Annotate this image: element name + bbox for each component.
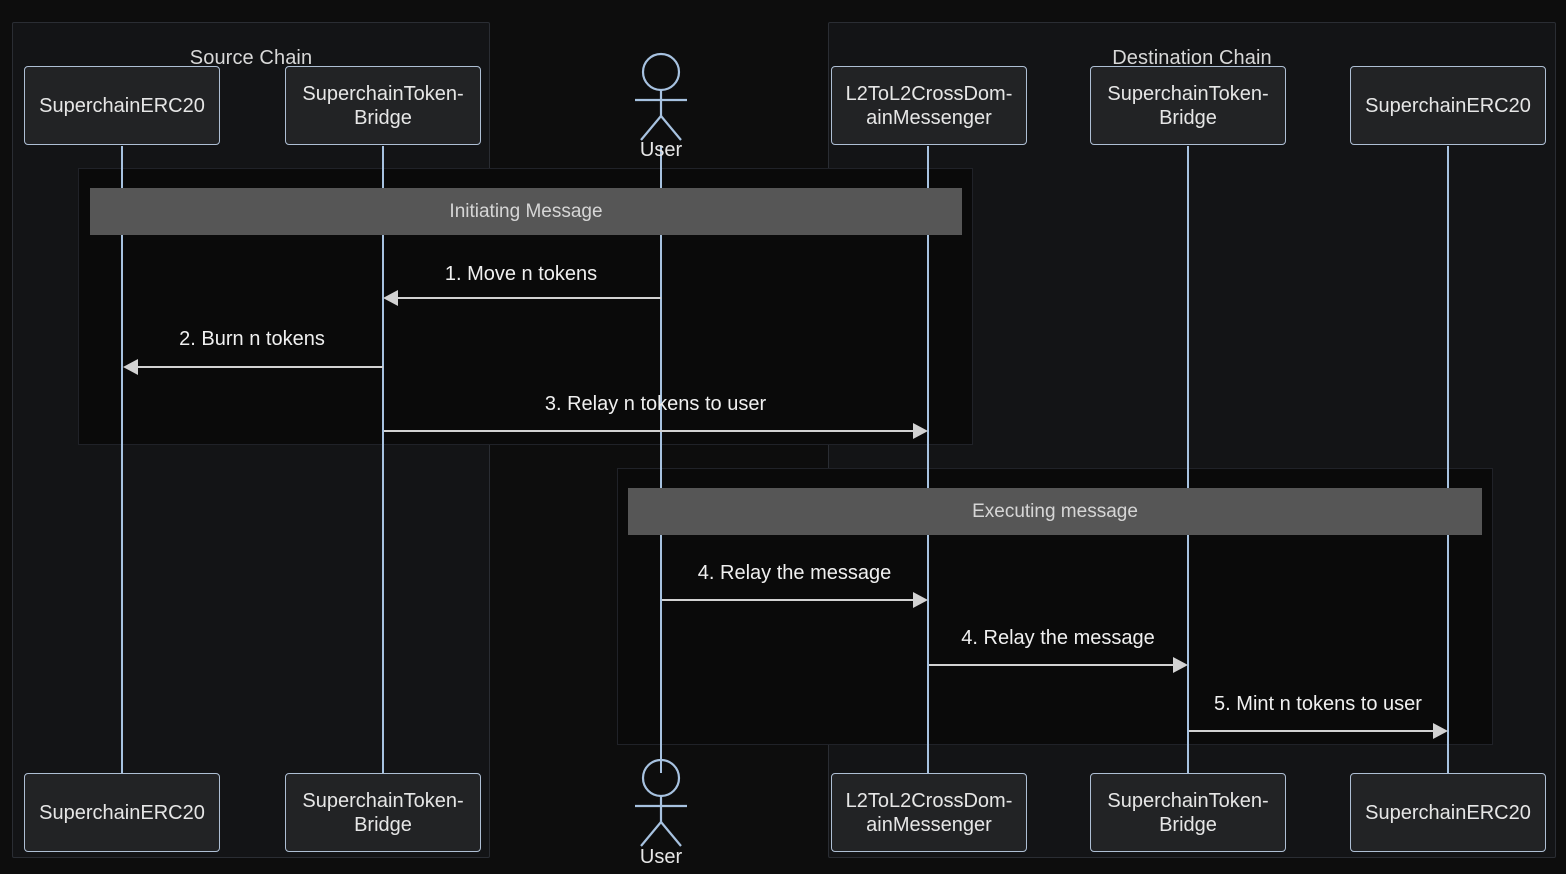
- region-source-chain-title: Source Chain: [189, 47, 313, 69]
- message-arrowhead-msg-1: [383, 290, 398, 306]
- participant-dst-erc20-top[interactable]: SuperchainERC20: [1350, 66, 1546, 145]
- actor-user-top-label: User: [639, 139, 683, 161]
- message-line-msg-2: [137, 366, 383, 368]
- participant-label: L2ToL2CrossDom- ainMessenger: [845, 82, 1013, 129]
- message-line-msg-5: [929, 664, 1174, 666]
- user-stick-figure-icon: [635, 52, 687, 141]
- participant-dst-messenger-top[interactable]: L2ToL2CrossDom- ainMessenger: [831, 66, 1027, 145]
- participant-label: L2ToL2CrossDom- ainMessenger: [845, 789, 1013, 836]
- participant-src-bridge-top[interactable]: SuperchainToken- Bridge: [285, 66, 481, 145]
- message-label-msg-4: 4. Relay the message: [697, 562, 892, 584]
- participant-label: SuperchainERC20: [39, 801, 205, 824]
- participant-label: SuperchainERC20: [1365, 94, 1531, 117]
- message-label-msg-2: 2. Burn n tokens: [179, 328, 325, 350]
- participant-dst-bridge-bottom[interactable]: SuperchainToken- Bridge: [1090, 773, 1286, 852]
- actor-user-top[interactable]: [621, 52, 701, 142]
- participant-src-erc20-top[interactable]: SuperchainERC20: [24, 66, 220, 145]
- lifeline-user: [660, 146, 662, 773]
- message-arrowhead-msg-3: [913, 423, 928, 439]
- fragment-label-executing-message: Executing message: [972, 500, 1138, 522]
- message-arrowhead-msg-6: [1433, 723, 1448, 739]
- message-line-msg-6: [1189, 730, 1434, 732]
- participant-label: SuperchainToken- Bridge: [302, 789, 464, 836]
- fragment-bar-initiating-message: Initiating Message: [90, 188, 962, 235]
- message-arrowhead-msg-5: [1173, 657, 1188, 673]
- participant-label: SuperchainToken- Bridge: [302, 82, 464, 129]
- user-stick-figure-icon: [635, 758, 687, 847]
- lifeline-src-erc20: [121, 146, 123, 773]
- lifeline-src-bridge: [382, 146, 384, 773]
- participant-dst-messenger-bottom[interactable]: L2ToL2CrossDom- ainMessenger: [831, 773, 1027, 852]
- message-line-msg-3: [384, 430, 914, 432]
- participant-src-bridge-bottom[interactable]: SuperchainToken- Bridge: [285, 773, 481, 852]
- participant-dst-erc20-bottom[interactable]: SuperchainERC20: [1350, 773, 1546, 852]
- participant-dst-bridge-top[interactable]: SuperchainToken- Bridge: [1090, 66, 1286, 145]
- actor-user-bottom-label: User: [639, 846, 683, 868]
- region-destination-chain-title: Destination Chain: [1112, 47, 1272, 69]
- message-arrowhead-msg-2: [123, 359, 138, 375]
- participant-label: SuperchainERC20: [39, 94, 205, 117]
- participant-label: SuperchainERC20: [1365, 801, 1531, 824]
- message-arrowhead-msg-4: [913, 592, 928, 608]
- participant-src-erc20-bottom[interactable]: SuperchainERC20: [24, 773, 220, 852]
- message-line-msg-4: [662, 599, 914, 601]
- lifeline-dst-messenger: [927, 146, 929, 773]
- message-label-msg-6: 5. Mint n tokens to user: [1214, 693, 1422, 715]
- participant-label: SuperchainToken- Bridge: [1107, 789, 1269, 836]
- fragment-bar-executing-message: Executing message: [628, 488, 1482, 535]
- message-label-msg-1: 1. Move n tokens: [444, 263, 598, 285]
- fragment-label-initiating-message: Initiating Message: [449, 200, 603, 222]
- lifeline-dst-erc20: [1447, 146, 1449, 773]
- message-label-msg-5: 4. Relay the message: [961, 627, 1155, 649]
- message-label-msg-3: 3. Relay n tokens to user: [544, 393, 767, 415]
- message-line-msg-1: [397, 297, 661, 299]
- actor-user-bottom[interactable]: [621, 758, 701, 848]
- lifeline-dst-bridge: [1187, 146, 1189, 773]
- participant-label: SuperchainToken- Bridge: [1107, 82, 1269, 129]
